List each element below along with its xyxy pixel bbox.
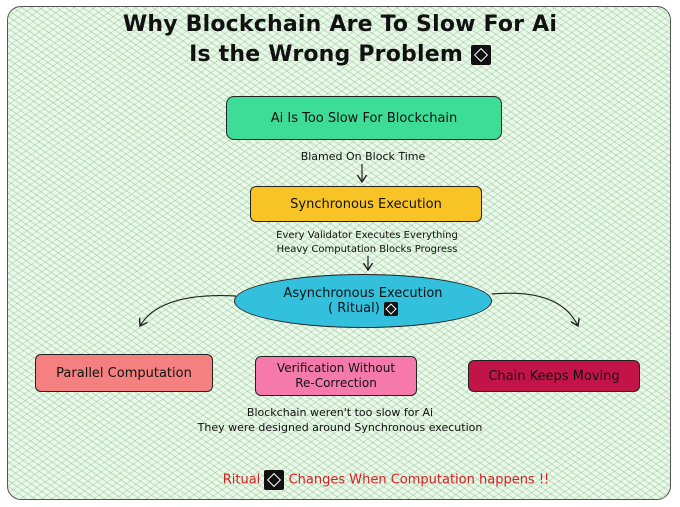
node-chain-keeps-moving: Chain Keeps Moving: [468, 360, 640, 392]
ritual-logo-icon: [383, 301, 398, 316]
edge-label-validator: Every Validator Executes Everything: [276, 230, 458, 241]
node-ai-too-slow: Ai Is Too Slow For Blockchain: [226, 96, 502, 140]
node-synchronous-execution: Synchronous Execution: [250, 186, 482, 222]
arrow-to-chain: [491, 292, 578, 326]
arrow-to-parallel: [140, 294, 237, 326]
diagram-board: [7, 6, 671, 500]
title-line-1: Why Blockchain Are To Slow For Ai: [122, 12, 558, 37]
edge-label-blamed: Blamed On Block Time: [300, 150, 426, 163]
footer-tagline: Ritual Changes When Computation happens …: [196, 470, 576, 490]
edge-label-heavy: Heavy Computation Blocks Progress: [276, 244, 458, 255]
node-asynchronous-execution: Asynchronous Execution ( Ritual): [234, 274, 492, 328]
ritual-logo-icon: [470, 45, 491, 65]
title-line-2: Is the Wrong Problem: [0, 42, 680, 67]
node-parallel-computation: Parallel Computation: [35, 354, 213, 392]
conclusion-line-2: They were designed around Synchronous ex…: [197, 421, 483, 434]
ritual-logo-icon: [264, 470, 285, 490]
conclusion-line-1: Blockchain weren't too slow for Ai: [246, 406, 434, 419]
node-verification: Verification Without Re-Correction: [255, 356, 417, 396]
